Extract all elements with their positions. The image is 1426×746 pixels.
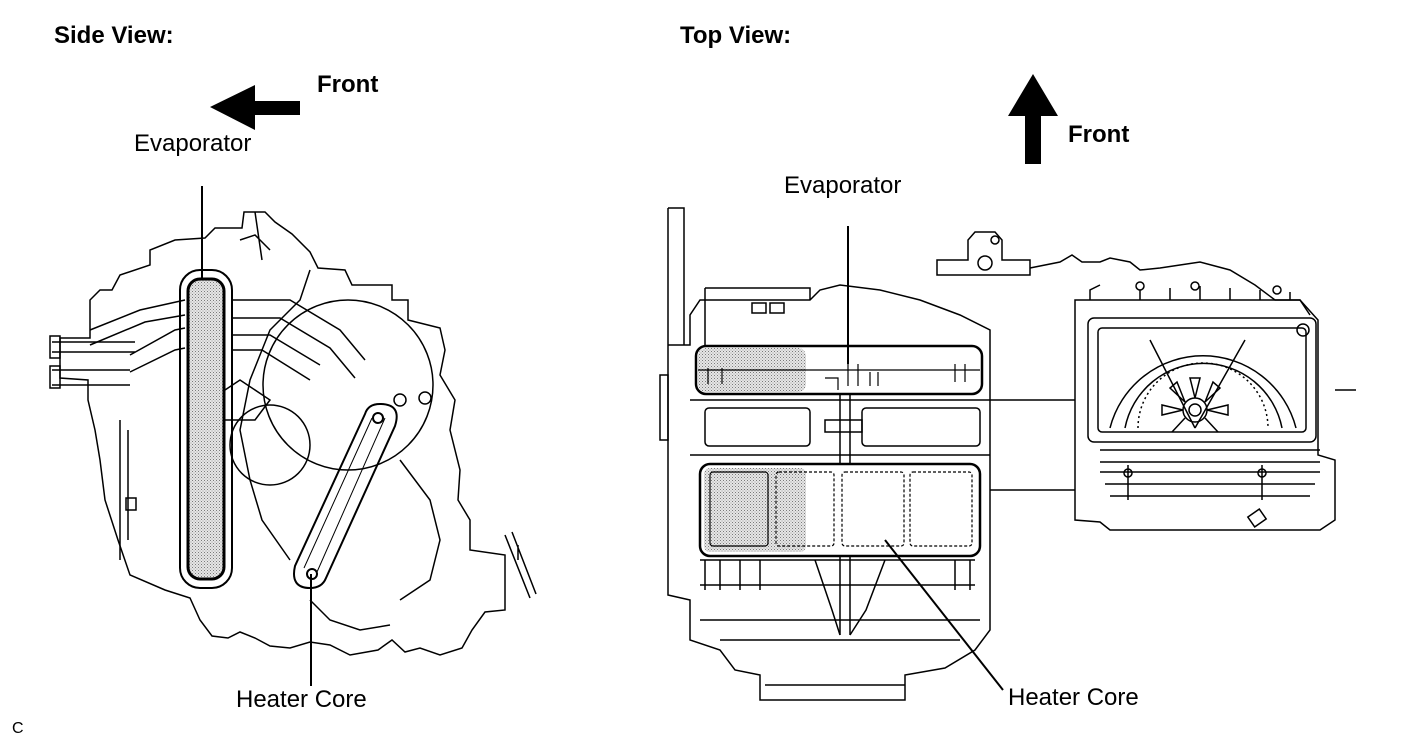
side-evaporator-fill bbox=[186, 277, 226, 581]
side-evaporator-core bbox=[179, 269, 233, 589]
side-view-housing-outline bbox=[49, 211, 537, 656]
top-front-arrow-icon bbox=[1008, 74, 1058, 164]
side-heater-core bbox=[293, 402, 398, 590]
top-heater-core-leader bbox=[884, 539, 1004, 691]
top-heater-core-fill bbox=[704, 468, 806, 552]
side-front-label: Front bbox=[317, 71, 379, 98]
top-view-housing-outline bbox=[659, 207, 1356, 701]
top-evaporator-details bbox=[698, 364, 980, 390]
corner-code: C bbox=[12, 720, 24, 737]
top-heater-core-panels bbox=[709, 471, 973, 547]
side-view-title: Side View: bbox=[54, 22, 174, 49]
side-heater-core-label: Heater Core bbox=[236, 686, 367, 713]
side-evaporator-label: Evaporator bbox=[134, 130, 252, 157]
top-heater-core-label: Heater Core bbox=[1008, 684, 1139, 711]
top-view-title: Top View: bbox=[680, 22, 792, 49]
top-front-label: Front bbox=[1068, 121, 1130, 148]
side-front-arrow-icon bbox=[210, 85, 300, 130]
top-evaporator-label: Evaporator bbox=[784, 172, 902, 199]
